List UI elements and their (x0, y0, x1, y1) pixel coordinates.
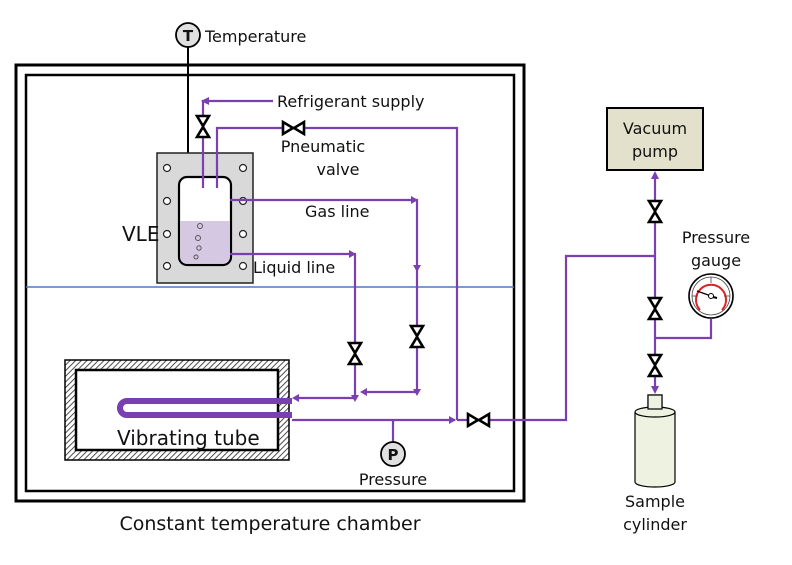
arrow-icon (292, 394, 299, 402)
arrow-icon (413, 265, 421, 272)
pressure-gauge-label-line1: Pressure (682, 228, 750, 247)
vacuum-valve-icon (646, 199, 664, 224)
arrow-icon (349, 250, 356, 258)
temperature-sensor-icon: T (175, 22, 201, 48)
arrow-icon (413, 389, 421, 396)
pressure-label: Pressure (359, 470, 427, 489)
pneumatic-valve-pipe (215, 126, 459, 420)
chamber-title: Constant temperature chamber (119, 513, 420, 535)
arrow-icon (449, 416, 456, 424)
external-connection-pipe (457, 254, 655, 422)
arrow-icon (351, 395, 359, 402)
sample-cylinder (634, 394, 676, 488)
refrigerant-supply-label: Refrigerant supply (277, 92, 424, 111)
manifold-valve-icon (646, 296, 664, 321)
vle-cell (156, 152, 254, 284)
pressure-gauge-icon (688, 273, 734, 319)
chamber-exit-valve-icon (466, 411, 491, 429)
sample-cylinder-label-line1: Sample (625, 492, 685, 511)
arrow-icon (360, 388, 367, 396)
pressure-gauge-label-line2: gauge (691, 251, 741, 270)
arrow-icon (411, 196, 418, 204)
vacuum-pump-label-line2: pump (632, 142, 678, 161)
vibrating-tube-label: Vibrating tube (117, 426, 260, 450)
vibrating-tube-housing (64, 359, 290, 461)
liquid-phase (180, 221, 230, 264)
chamber-outer-wall (14, 63, 526, 503)
pressure-sensor-symbol: P (388, 446, 399, 464)
pneumatic-valve-label-line1: Pneumatic (281, 137, 365, 156)
gas-line-pipe (230, 198, 419, 394)
gas-line-valve-icon (408, 324, 426, 349)
gas-line-label: Gas line (305, 202, 370, 221)
pneumatic-valve-label-line2: valve (316, 160, 359, 179)
temperature-sensor-symbol: T (183, 27, 194, 45)
temperature-label: Temperature (204, 27, 306, 46)
liquid-line-label: Liquid line (253, 258, 335, 277)
vibrating-tube (117, 398, 292, 418)
arrow-icon (651, 386, 659, 394)
arrow-icon (201, 97, 209, 105)
liquid-line-pipe (230, 252, 357, 400)
pneumatic-valve-icon (281, 119, 306, 137)
arrow-icon (651, 171, 659, 179)
refrigerant-valve-icon (194, 114, 212, 139)
pressure-sensor-icon: P (380, 441, 406, 467)
vacuum-pump-label-line1: Vacuum (623, 119, 687, 138)
vle-label: VLE (122, 222, 159, 246)
sample-cylinder-label-line2: cylinder (623, 515, 687, 534)
vacuum-pump (606, 107, 704, 171)
cylinder-valve-icon (646, 353, 664, 378)
gauge-connection-pipe (655, 319, 713, 340)
liquid-line-valve-icon (346, 341, 364, 366)
chamber-inner-wall (24, 73, 516, 493)
